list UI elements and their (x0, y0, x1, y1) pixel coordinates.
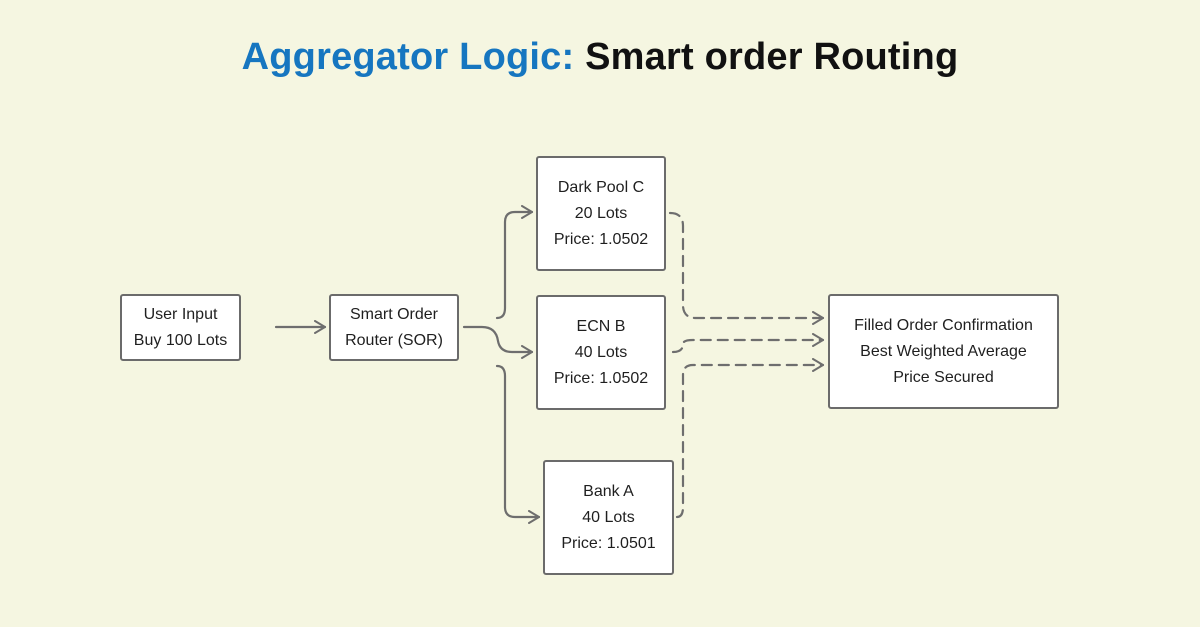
smart-order-router-node: Smart Order Router (SOR) (329, 294, 459, 361)
bank-a-name: Bank A (583, 482, 634, 500)
sor-label-line-2: Router (SOR) (345, 331, 443, 349)
user-input-quantity: Buy 100 Lots (133, 331, 228, 349)
confirmation-line-1: Filled Order Confirmation (854, 316, 1033, 334)
user-input-label: User Input (143, 305, 218, 323)
confirmation-line-3: Price Secured (893, 368, 994, 386)
sor-label-line-1: Smart Order (349, 305, 438, 323)
dark-pool-c-lots: 20 Lots (574, 204, 628, 222)
edge-bank-a-to-confirmation (675, 358, 825, 519)
bank-a-lots: 40 Lots (582, 508, 635, 526)
diagram-title: Aggregator Logic: Smart order Routing (0, 36, 1200, 79)
edge-sor-to-bank-a (495, 364, 541, 524)
ecn-b-name: ECN B (576, 317, 626, 335)
title-rest: Smart order Routing (585, 36, 959, 78)
edge-sor-to-dark-pool-c (495, 205, 534, 320)
edge-sor-to-ecn-b (462, 325, 534, 359)
dark-pool-c-name: Dark Pool C (557, 178, 645, 196)
edge-dark-pool-c-to-confirmation (668, 211, 825, 325)
bank-a-price: Price: 1.0501 (561, 534, 656, 552)
user-input-node: User Input Buy 100 Lots (120, 294, 241, 361)
ecn-b-node: ECN B 40 Lots Price: 1.0502 (536, 295, 666, 410)
title-accent: Aggregator Logic: (241, 36, 575, 78)
dark-pool-c-node: Dark Pool C 20 Lots Price: 1.0502 (536, 156, 666, 271)
filled-order-confirmation-node: Filled Order Confirmation Best Weighted … (828, 294, 1059, 409)
bank-a-node: Bank A 40 Lots Price: 1.0501 (543, 460, 674, 575)
ecn-b-lots: 40 Lots (574, 343, 628, 361)
ecn-b-price: Price: 1.0502 (553, 369, 649, 387)
dark-pool-c-price: Price: 1.0502 (553, 230, 649, 248)
confirmation-line-2: Best Weighted Average (860, 342, 1027, 360)
edge-ecn-b-to-confirmation (671, 333, 825, 354)
